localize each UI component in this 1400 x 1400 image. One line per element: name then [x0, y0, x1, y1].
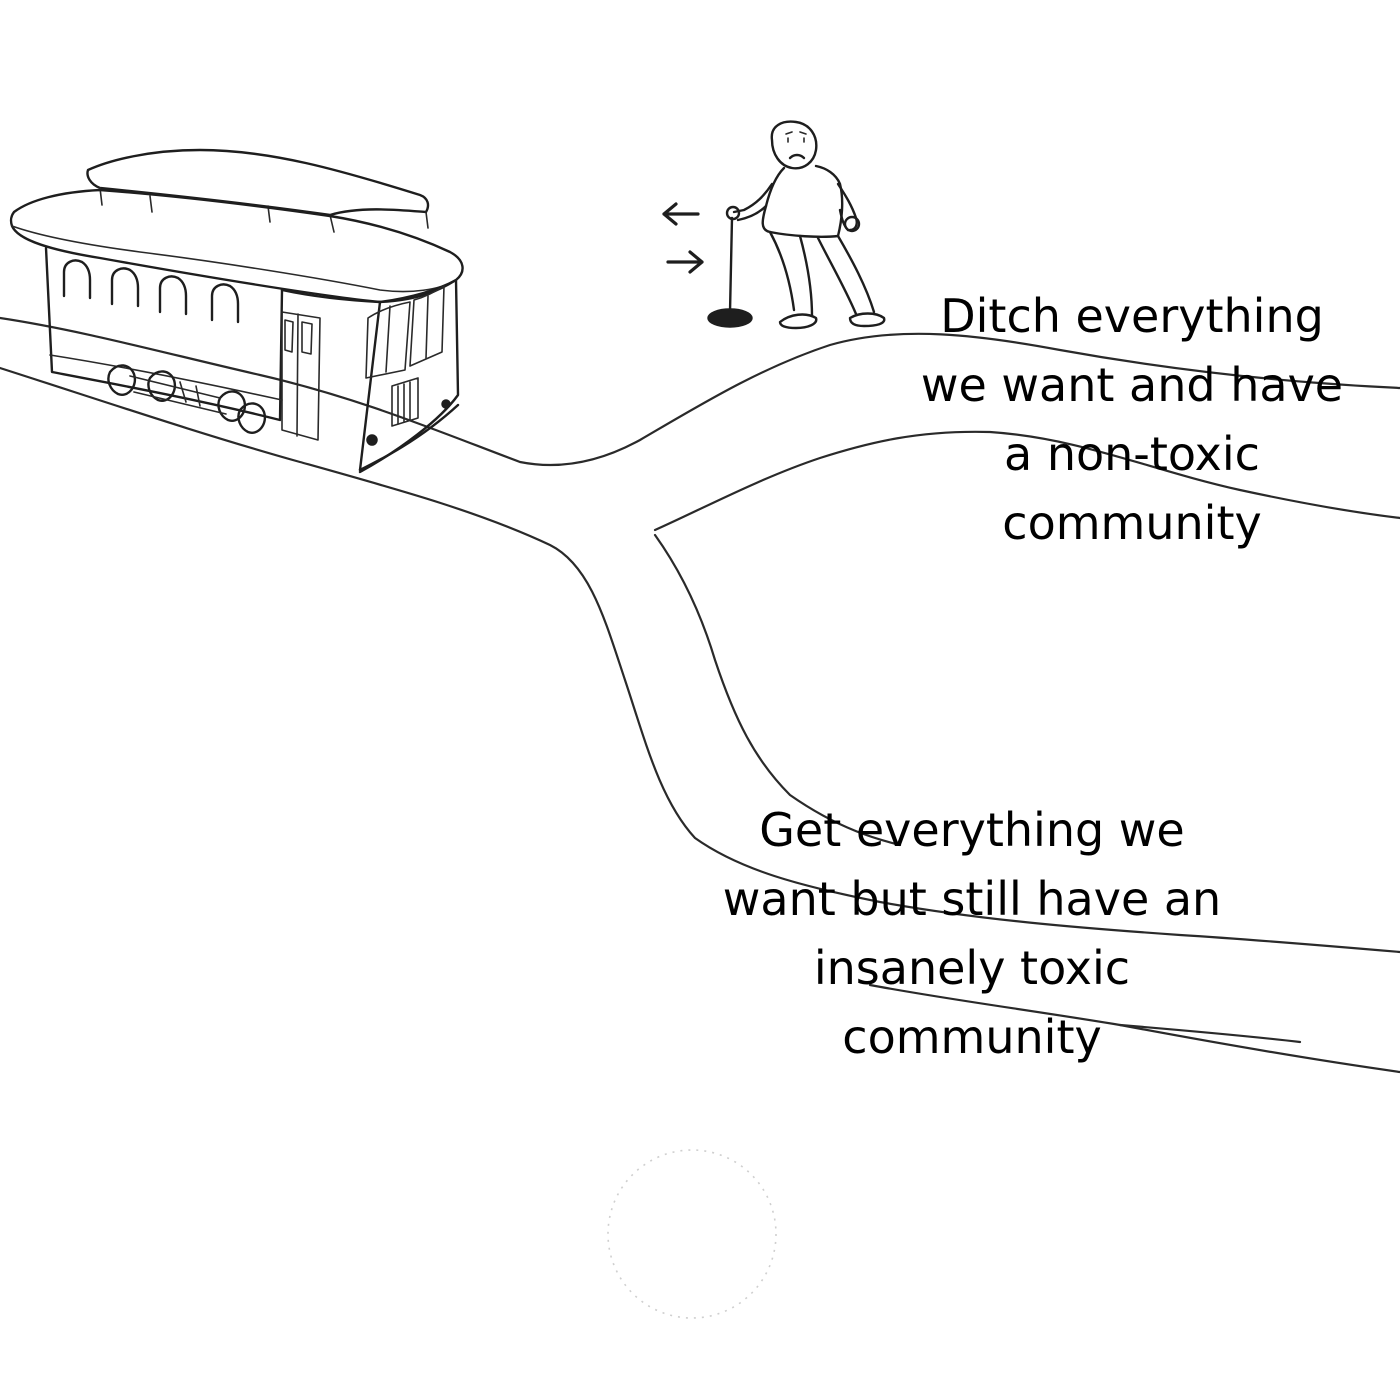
track-lower-branch-bottom-rail-join [1118, 1023, 1302, 1044]
caption-top-track: Ditch everything we want and have a non-… [920, 289, 1344, 550]
caption-bottom-track: Get everything we want but still have an… [722, 803, 1222, 1064]
tracks [0, 316, 1400, 1074]
lever [707, 205, 753, 328]
track-upper-branch-lower-rail [653, 430, 1400, 532]
arrow-right-icon [666, 250, 704, 274]
faint-dotted-circle [607, 1149, 777, 1319]
trolley [9, 148, 464, 474]
worried-man [732, 120, 886, 330]
track-main-lower-rail [0, 366, 1400, 954]
track-lower-branch-right-rail [653, 533, 902, 847]
track-main-upper-rail [0, 316, 1400, 467]
arrow-left-icon [662, 202, 700, 226]
